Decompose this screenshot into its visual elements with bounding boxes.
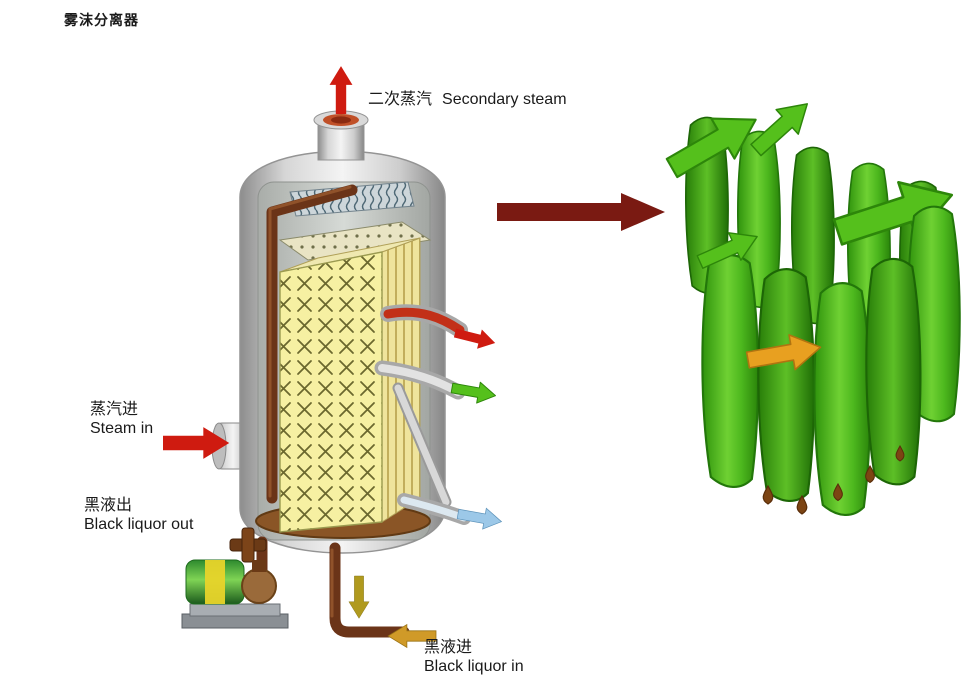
upper-outlet-tube — [380, 304, 468, 338]
pump-pedestal — [189, 603, 281, 617]
middle-outlet-arrow — [449, 377, 498, 407]
label-black-liquor-out: 黑液出 Black liquor out — [84, 496, 193, 534]
label-black-liquor-out-en: Black liquor out — [84, 516, 194, 533]
chevron-vane-detail — [659, 90, 962, 517]
label-black-liquor-in-en: Black liquor in — [424, 658, 524, 675]
top-outlet-nozzle — [313, 110, 369, 161]
dip-tube — [392, 382, 452, 508]
label-steam-in-zh: 蒸汽进 — [90, 401, 139, 418]
secondary-steam-arrow — [329, 66, 353, 114]
page-title: 雾沫分离器 — [64, 12, 139, 28]
vane-plate — [701, 254, 760, 489]
label-black-liquor-in-zh: 黑液进 — [424, 639, 473, 656]
vane-plate — [865, 257, 922, 486]
vane-plate — [813, 282, 872, 517]
pump-casing — [241, 568, 277, 604]
valve-fitting — [229, 527, 267, 563]
label-secondary-steam-en: Secondary steam — [442, 91, 567, 108]
distributor-tray — [278, 221, 432, 261]
label-secondary-steam-zh: 二次蒸汽 — [368, 91, 433, 108]
lower-outlet-arrow — [455, 503, 504, 533]
detail-pointer-arrow — [497, 193, 665, 231]
black-liquor-pump — [181, 559, 289, 629]
packing-front-face — [279, 251, 383, 533]
internal-downcomer-pipe — [266, 184, 358, 504]
liquor-down-arrow — [348, 575, 370, 619]
label-secondary-steam: 二次蒸汽 Secondary steam — [368, 90, 567, 109]
motor-band — [205, 560, 225, 604]
label-black-liquor-in: 黑液进 Black liquor in — [424, 638, 524, 676]
label-steam-in: 蒸汽进 Steam in — [90, 400, 153, 438]
label-black-liquor-out-zh: 黑液出 — [84, 497, 133, 514]
label-steam-in-en: Steam in — [90, 420, 154, 437]
pump-flange — [252, 560, 266, 572]
separator-vessel — [211, 110, 471, 554]
vane-plate — [757, 268, 816, 503]
